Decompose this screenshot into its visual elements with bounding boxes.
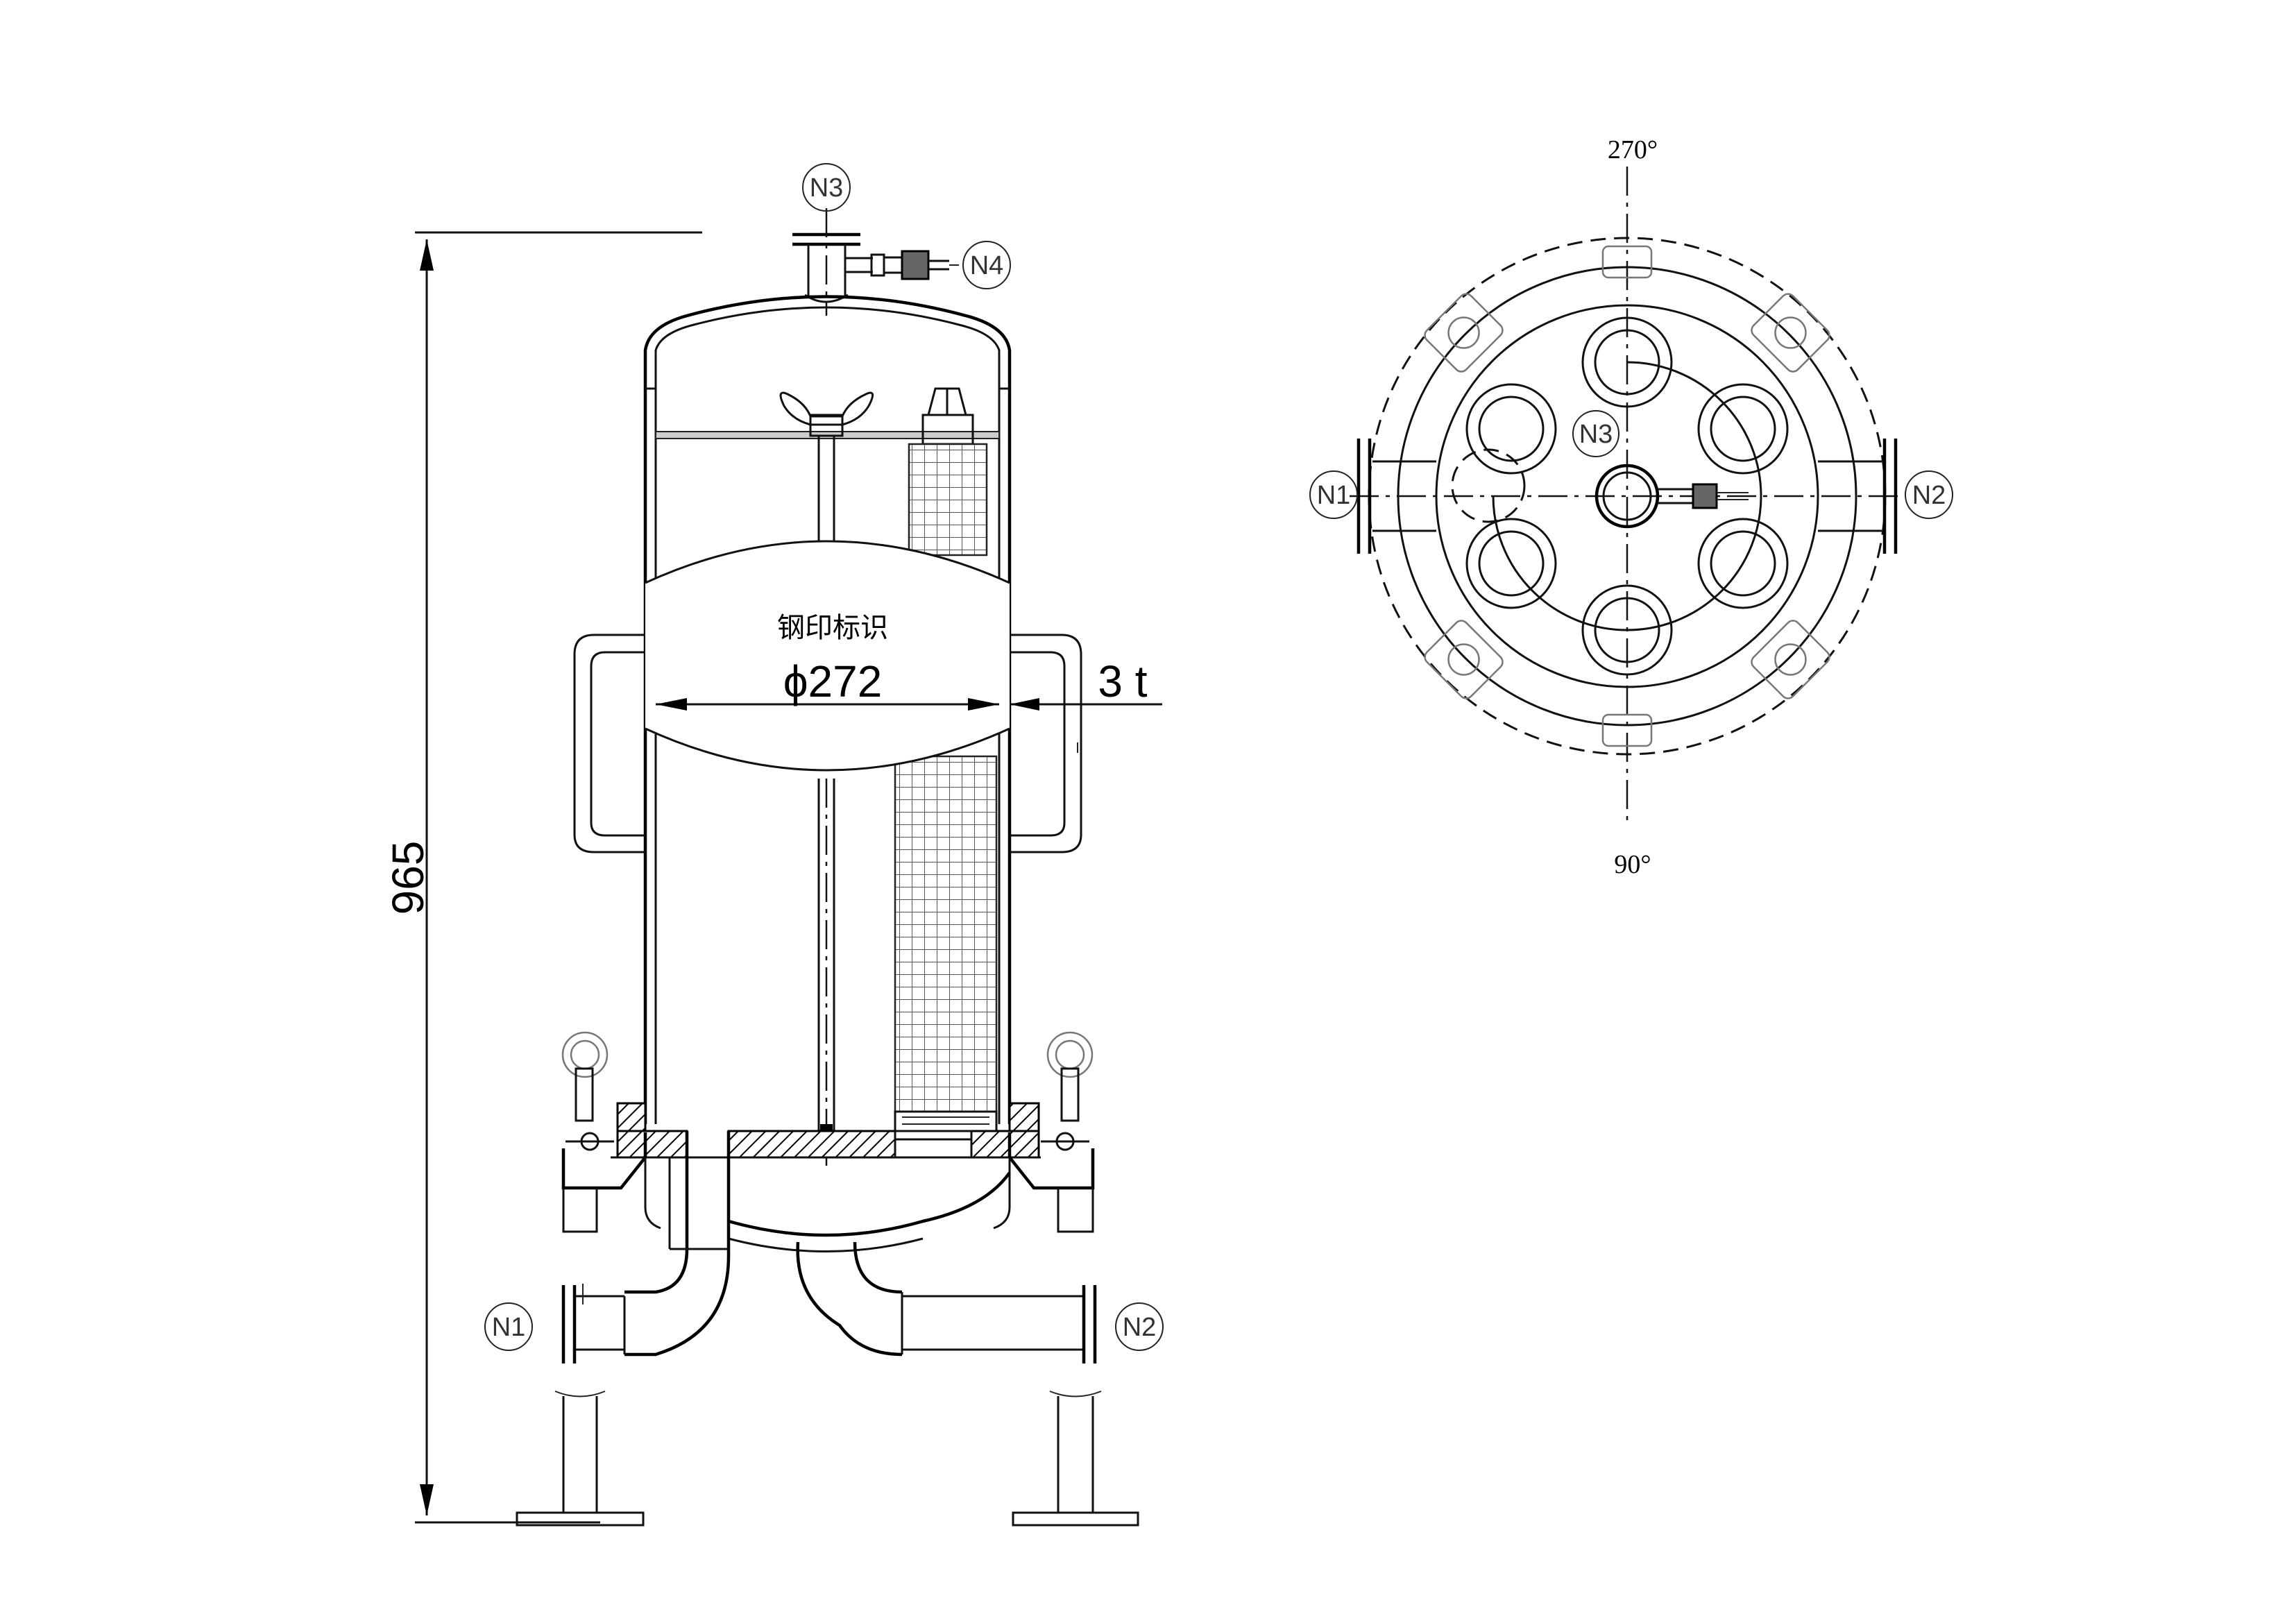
support-leg-left — [516, 1391, 645, 1527]
plan-clamp-lugs — [1424, 245, 1830, 747]
tag-n3-front-text: N3 — [810, 173, 844, 203]
top-nozzle-n3 — [792, 208, 860, 316]
tag-n1-front: N1 — [484, 1302, 533, 1351]
tag-n1-plan-text: N1 — [1317, 481, 1351, 510]
angle-top-text: 270° — [1608, 135, 1658, 164]
bottom-bowl — [728, 1171, 1011, 1252]
tag-n2-front: N2 — [1115, 1302, 1164, 1351]
support-leg-right — [1012, 1391, 1139, 1527]
height-dimension-text: 965 — [383, 841, 433, 915]
tag-n1-front-text: N1 — [492, 1313, 526, 1342]
thickness-text: 3 t — [1098, 656, 1147, 706]
diameter-dimension: ϕ272 — [656, 656, 999, 711]
tag-n1-plan: N1 — [1309, 470, 1358, 519]
plan-cartridge-6 — [1465, 383, 1557, 475]
plan-nozzle-n2 — [1818, 439, 1898, 554]
vent-valve-n4 — [845, 250, 959, 280]
plan-cartridge-3 — [1697, 518, 1789, 609]
plan-nozzle-n1 — [1357, 439, 1436, 554]
diameter-text: ϕ272 — [783, 656, 883, 706]
plan-cartridge-2 — [1697, 383, 1789, 475]
front-elevation: 965 — [383, 163, 1164, 1527]
plan-center-nozzle — [1595, 464, 1749, 529]
tag-n2-front-text: N2 — [1123, 1313, 1157, 1342]
plan-inlet-hidden — [1451, 448, 1526, 523]
clamp-lug-right — [993, 1031, 1095, 1233]
tag-n4: N4 — [962, 241, 1011, 289]
tag-n3-plan-text: N3 — [1579, 420, 1613, 449]
handle-left — [573, 634, 645, 853]
tag-n4-text: N4 — [970, 251, 1004, 280]
plan-view: 270° 90° — [1309, 135, 1953, 879]
height-dimension: 965 — [383, 231, 702, 1524]
wing-nut — [779, 391, 874, 437]
thickness-dimension: 3 t — [1010, 656, 1162, 753]
outlet-elbow-n2 — [796, 1241, 1097, 1363]
vessel-shell — [643, 295, 1012, 1124]
stamp-label: 钢印标识 — [777, 612, 888, 644]
tag-n2-plan: N2 — [1905, 470, 1953, 519]
tag-n3-front: N3 — [802, 163, 851, 212]
angle-bottom-text: 90° — [1614, 850, 1651, 879]
handle-right — [1010, 634, 1082, 853]
tag-n2-plan-text: N2 — [1912, 481, 1946, 510]
plan-cartridge-5 — [1465, 518, 1557, 609]
filter-cartridge — [894, 387, 998, 1141]
plan-cartridge-4 — [1581, 584, 1673, 676]
clamp-lug-left — [561, 1031, 661, 1233]
section-cut-band: 钢印标识 — [645, 540, 1010, 772]
plan-cartridge-1 — [1581, 316, 1673, 408]
tag-n3-plan: N3 — [1572, 410, 1619, 457]
inlet-elbow-n1 — [561, 1131, 731, 1363]
